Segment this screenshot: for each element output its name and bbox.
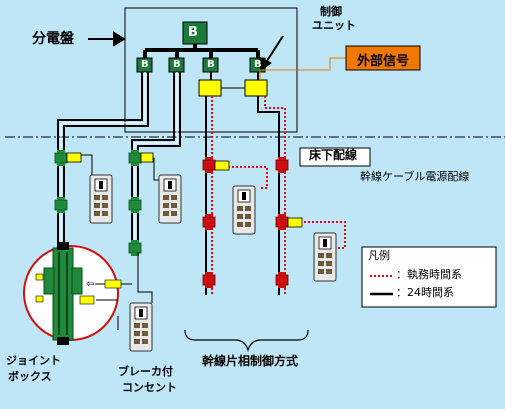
distribution-board-label: 分電盤	[32, 31, 74, 47]
trunk-b-solid	[257, 96, 280, 295]
trunk-cable-power-label: 幹線ケーブル電源配線	[360, 170, 470, 183]
breaker-outlet-label-line2: コンセント	[122, 381, 177, 394]
control-unit-label-line1: 制御	[320, 5, 342, 18]
small-breakers	[136, 57, 266, 73]
external-signal-label: 外部信号	[357, 54, 410, 69]
legend-box	[361, 246, 497, 308]
main-breaker-label: B	[188, 25, 198, 40]
breaker-label-2: B	[173, 59, 181, 70]
trunk-single-phase-label: 幹線片相制御方式	[202, 354, 299, 368]
breaker-outlet-label-line1: ブレーカ付	[118, 365, 173, 378]
breaker-bus	[143, 44, 260, 60]
trunk-b-dotted	[264, 96, 286, 295]
joint-box-label-line2: ボックス	[8, 370, 52, 383]
underfloor-wiring-label: 床下配線	[309, 148, 358, 162]
legend-item-office-hours: ：執務時間系	[396, 268, 462, 281]
legend-title: 凡例	[368, 249, 390, 262]
joint-box-label-line1: ジョイント	[6, 354, 61, 367]
external-signal-box	[345, 45, 421, 71]
trunk-bracket	[184, 329, 309, 353]
control-unit-b	[244, 79, 268, 97]
breaker-label-3: B	[207, 59, 215, 70]
joint-box-detail: ⇦	[35, 242, 94, 345]
underfloor-label-box	[299, 147, 371, 167]
control-unit-a	[198, 79, 222, 97]
legend-item-24h: ：24時間系	[396, 286, 454, 299]
breaker-label-4: B	[254, 59, 262, 70]
control-unit-label-line2: ユニット	[312, 19, 356, 32]
main-breaker	[182, 21, 208, 45]
svg-text:⇦: ⇦	[86, 279, 94, 290]
breaker-label-1: B	[141, 59, 149, 70]
